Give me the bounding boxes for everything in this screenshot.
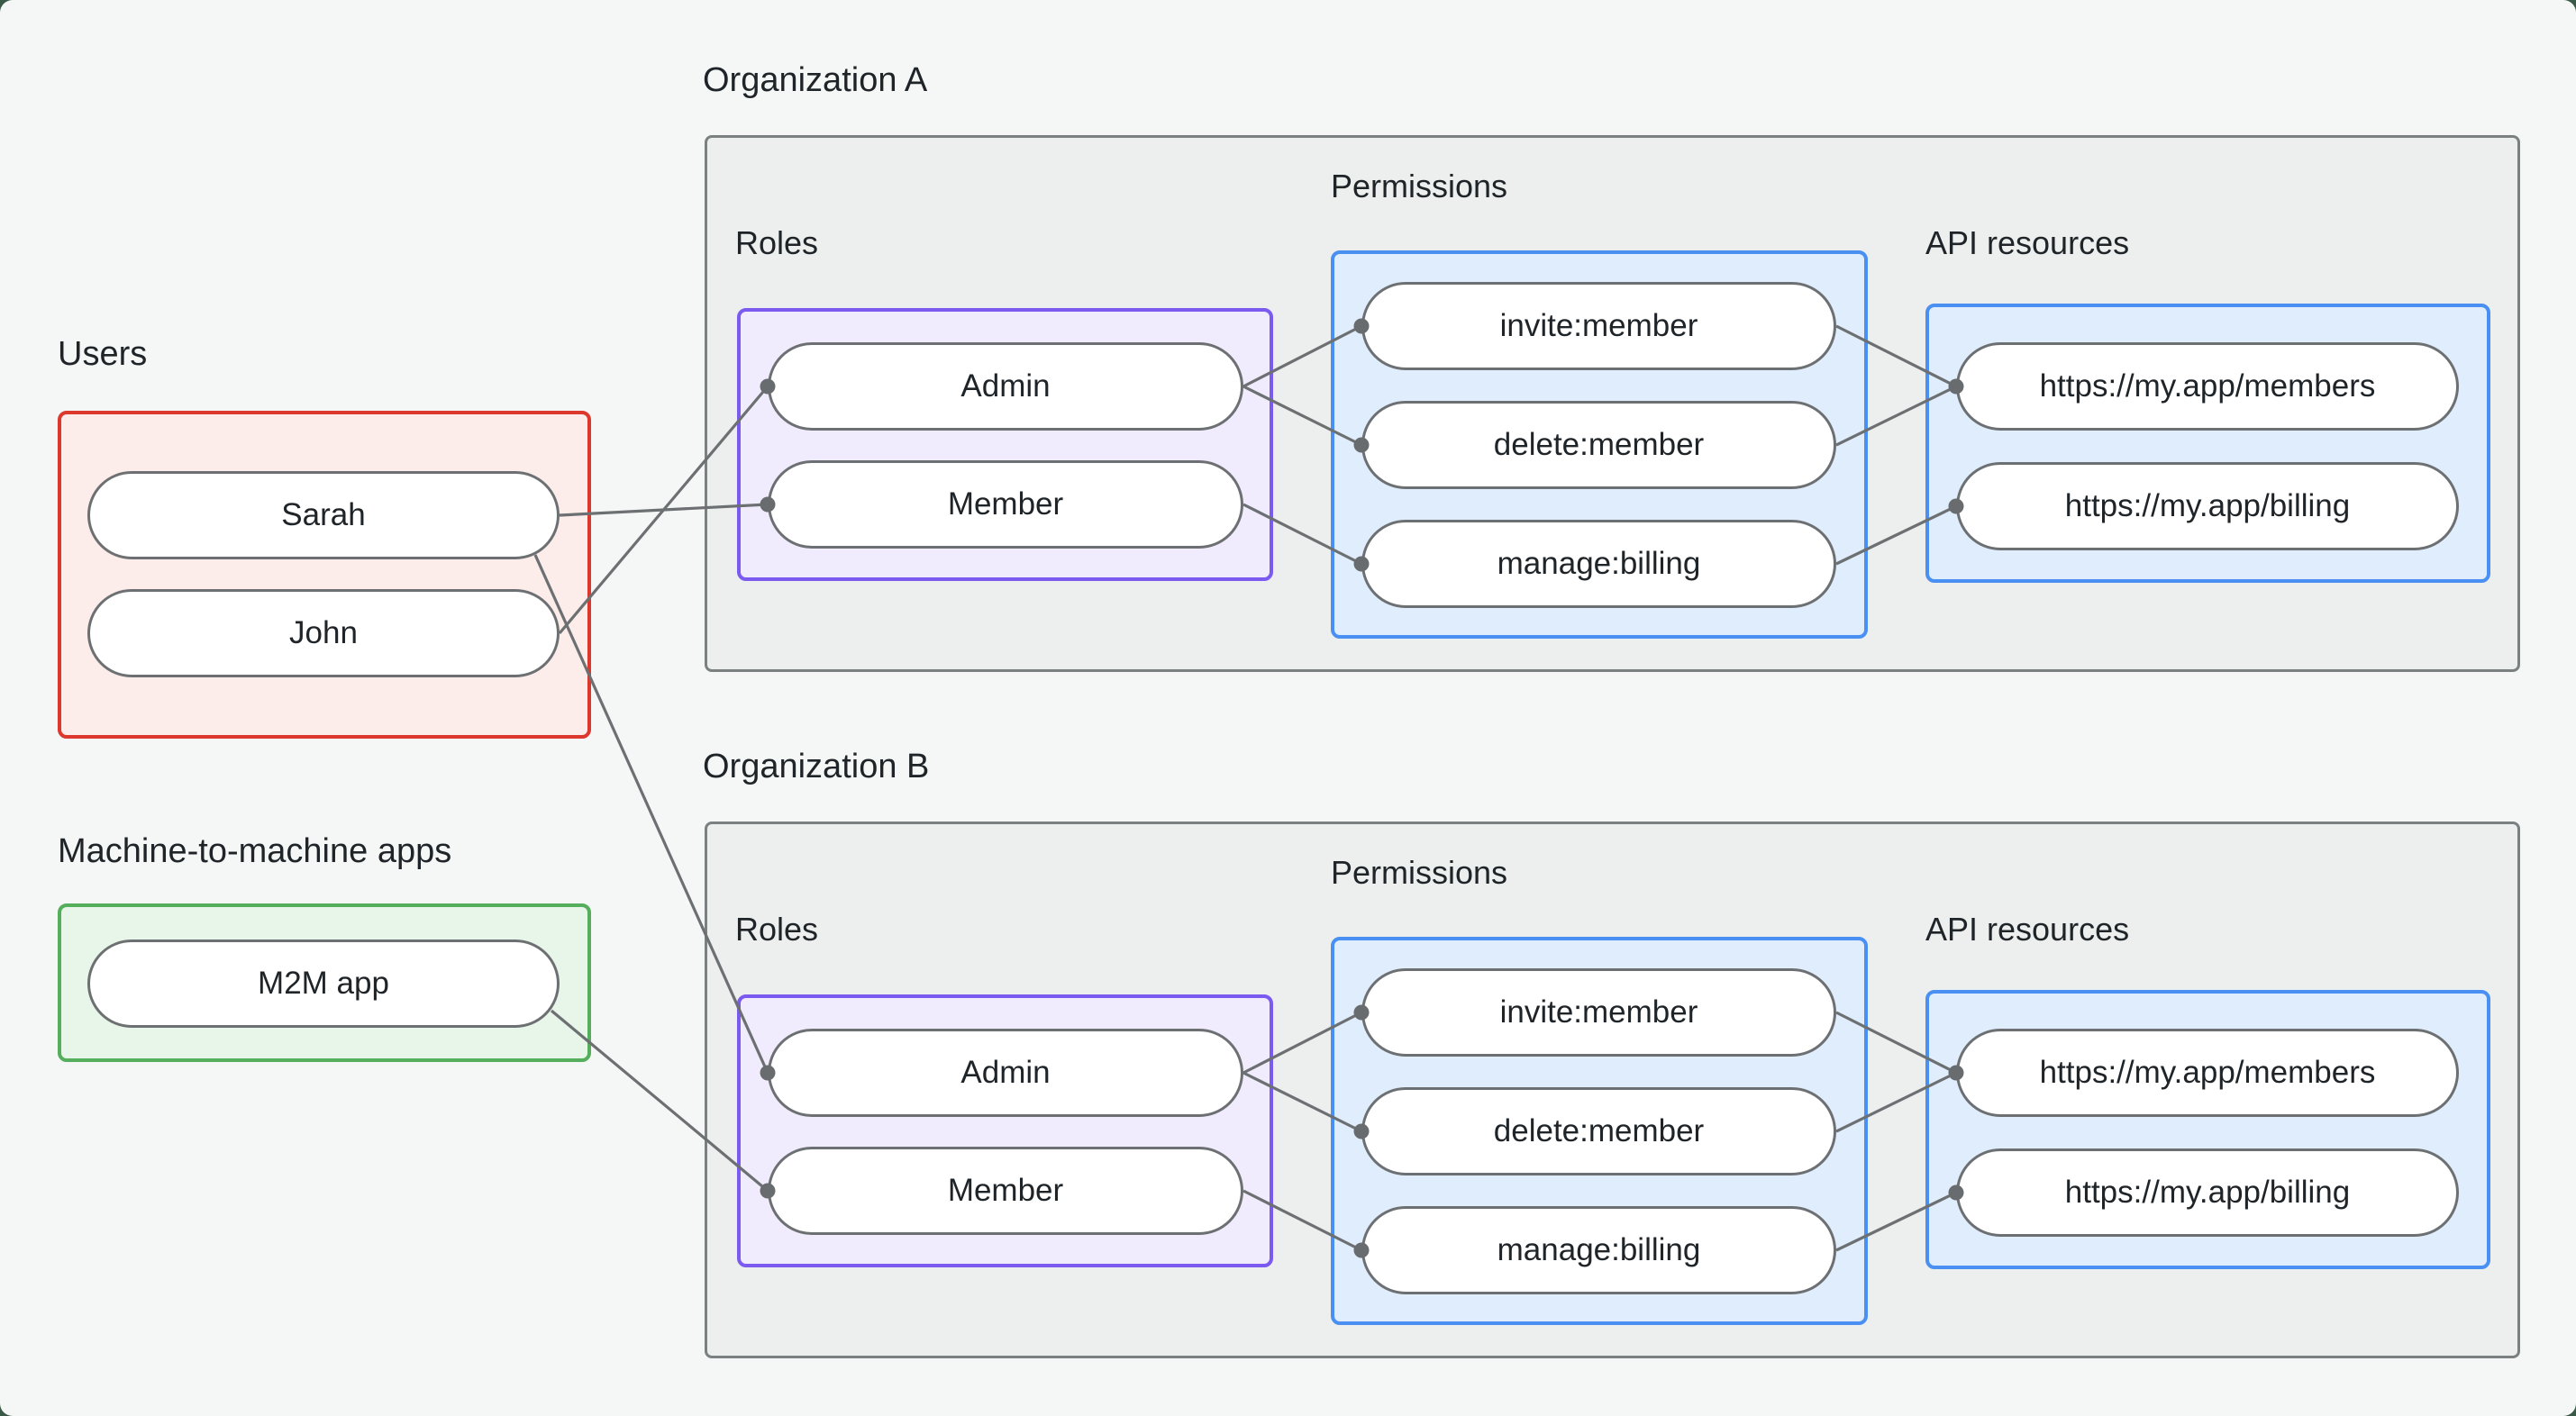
org-b-api-billing: https://my.app/billing: [1956, 1148, 2459, 1237]
org-a-role-member: Member: [768, 460, 1243, 549]
org-b-permission-manage-billing: manage:billing: [1361, 1206, 1836, 1294]
org-b-roles-label: Roles: [735, 911, 819, 948]
org-a-api-resources-label: API resources: [1925, 224, 2130, 261]
org-a-permission-invite-member: invite:member: [1361, 282, 1836, 370]
users-group-box: [58, 411, 591, 739]
org-a-role-admin: Admin: [768, 342, 1243, 431]
org-b-permissions-label: Permissions: [1331, 854, 1508, 891]
org-a-permissions-label: Permissions: [1331, 168, 1508, 204]
node-user-sarah: Sarah: [87, 471, 560, 559]
node-m2m-app: M2M app: [87, 939, 560, 1028]
org-b-permission-invite-member: invite:member: [1361, 968, 1836, 1057]
users-section-title: Users: [58, 335, 148, 373]
org-b-role-member: Member: [768, 1147, 1243, 1235]
org-b-permission-delete-member: delete:member: [1361, 1087, 1836, 1175]
org-a-api-billing: https://my.app/billing: [1956, 462, 2459, 550]
org-a-roles-label: Roles: [735, 224, 819, 261]
org-a-permission-delete-member: delete:member: [1361, 401, 1836, 489]
org-a-api-members: https://my.app/members: [1956, 342, 2459, 431]
org-b-title: Organization B: [703, 748, 930, 785]
org-b-role-admin: Admin: [768, 1029, 1243, 1117]
m2m-section-title: Machine-to-machine apps: [58, 832, 452, 870]
org-b-api-members: https://my.app/members: [1956, 1029, 2459, 1117]
org-a-permission-manage-billing: manage:billing: [1361, 520, 1836, 608]
node-user-john: John: [87, 589, 560, 677]
org-b-api-resources-label: API resources: [1925, 911, 2130, 948]
org-a-title: Organization A: [703, 61, 928, 99]
